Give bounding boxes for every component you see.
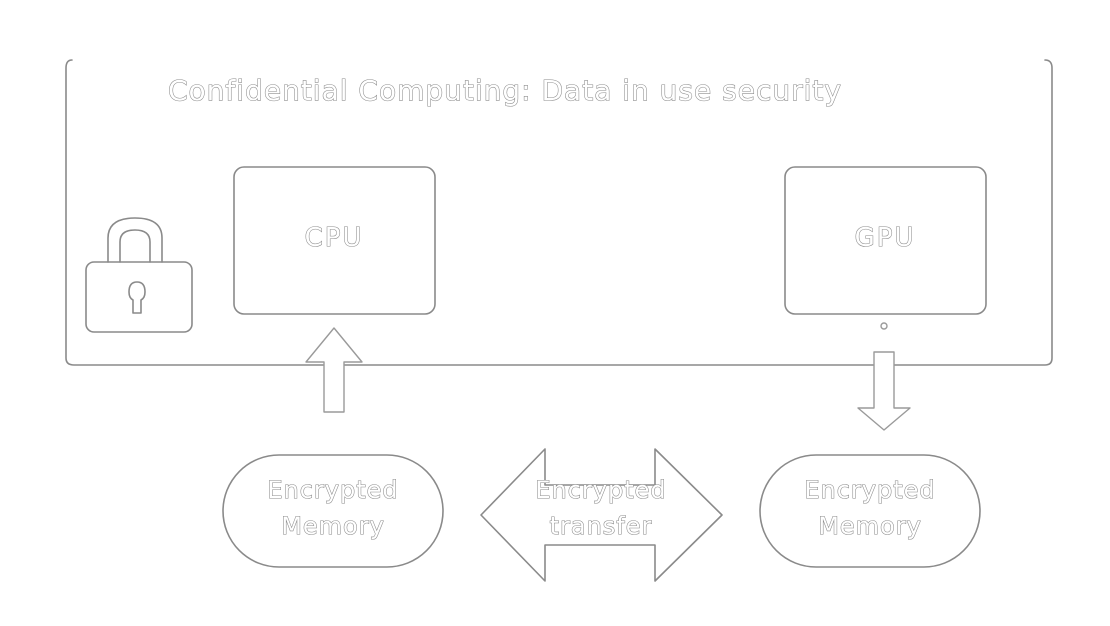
cpu-box: CPU (233, 166, 436, 315)
cpu-label: CPU (305, 223, 364, 253)
left-memory-line1: Encrypted (267, 476, 398, 504)
lock-icon (85, 217, 193, 333)
right-memory-line2: Memory (818, 512, 922, 540)
left-encrypted-memory: Encrypted Memory (222, 454, 444, 568)
transfer-line1: Encrypted (535, 476, 666, 504)
enclave-boundary (65, 59, 1053, 366)
right-memory-line1: Encrypted (804, 476, 935, 504)
right-encrypted-memory: Encrypted Memory (759, 454, 981, 568)
left-memory-line2: Memory (281, 512, 385, 540)
encrypted-transfer-arrow: Encrypted transfer (480, 448, 723, 582)
diagram-title: Confidential Computing: Data in use secu… (168, 74, 842, 107)
cpu-memory-arrow (305, 327, 363, 413)
gpu-box: GPU (784, 166, 987, 315)
transfer-line2: transfer (550, 512, 653, 540)
gpu-label: GPU (855, 223, 916, 253)
gpu-memory-arrow (857, 322, 911, 431)
